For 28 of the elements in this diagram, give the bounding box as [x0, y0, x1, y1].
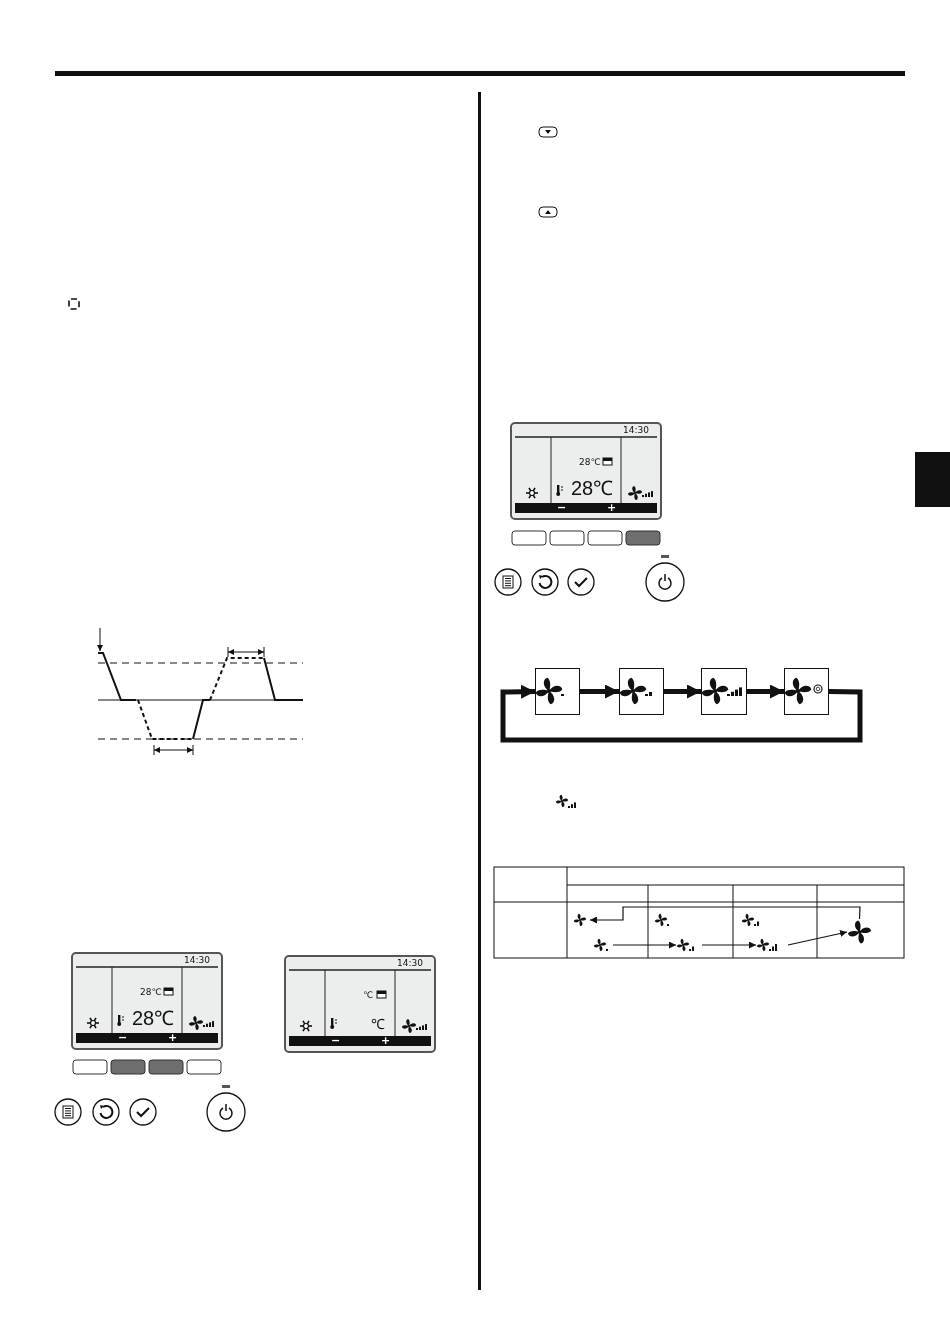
set-temperature-text: ℃ — [371, 1017, 385, 1031]
minus-sign: − — [557, 502, 567, 513]
set-temperature-text: 28℃ — [571, 478, 614, 498]
minus-sign: − — [331, 1035, 341, 1046]
plus-sign: + — [168, 1032, 178, 1043]
fan-speed-box — [784, 668, 829, 715]
fan-speed-box — [619, 668, 664, 715]
arrow — [580, 684, 619, 699]
arrow — [701, 941, 757, 949]
minus-sign: − — [118, 1032, 128, 1043]
arrow — [664, 684, 701, 699]
preset-temperature-text: 28℃ — [579, 458, 601, 467]
preset-temperature-text: ℃ — [363, 991, 374, 1000]
clock-text: 14:30 — [397, 959, 423, 968]
set-temperature-text: 28℃ — [132, 1008, 175, 1028]
arrow — [612, 941, 677, 949]
arrow — [747, 684, 784, 699]
arrow — [787, 930, 848, 946]
clock-text: 14:30 — [184, 956, 210, 965]
clock-text: 14:30 — [623, 426, 649, 435]
plus-sign: + — [381, 1035, 391, 1046]
arrow — [500, 684, 863, 743]
preset-temperature-text: 28℃ — [140, 988, 162, 997]
fan-speed-icon — [847, 919, 872, 945]
arrow — [589, 906, 861, 924]
plus-sign: + — [607, 502, 617, 513]
fan-speed-box — [701, 668, 747, 715]
fan-speed-box — [535, 668, 580, 715]
